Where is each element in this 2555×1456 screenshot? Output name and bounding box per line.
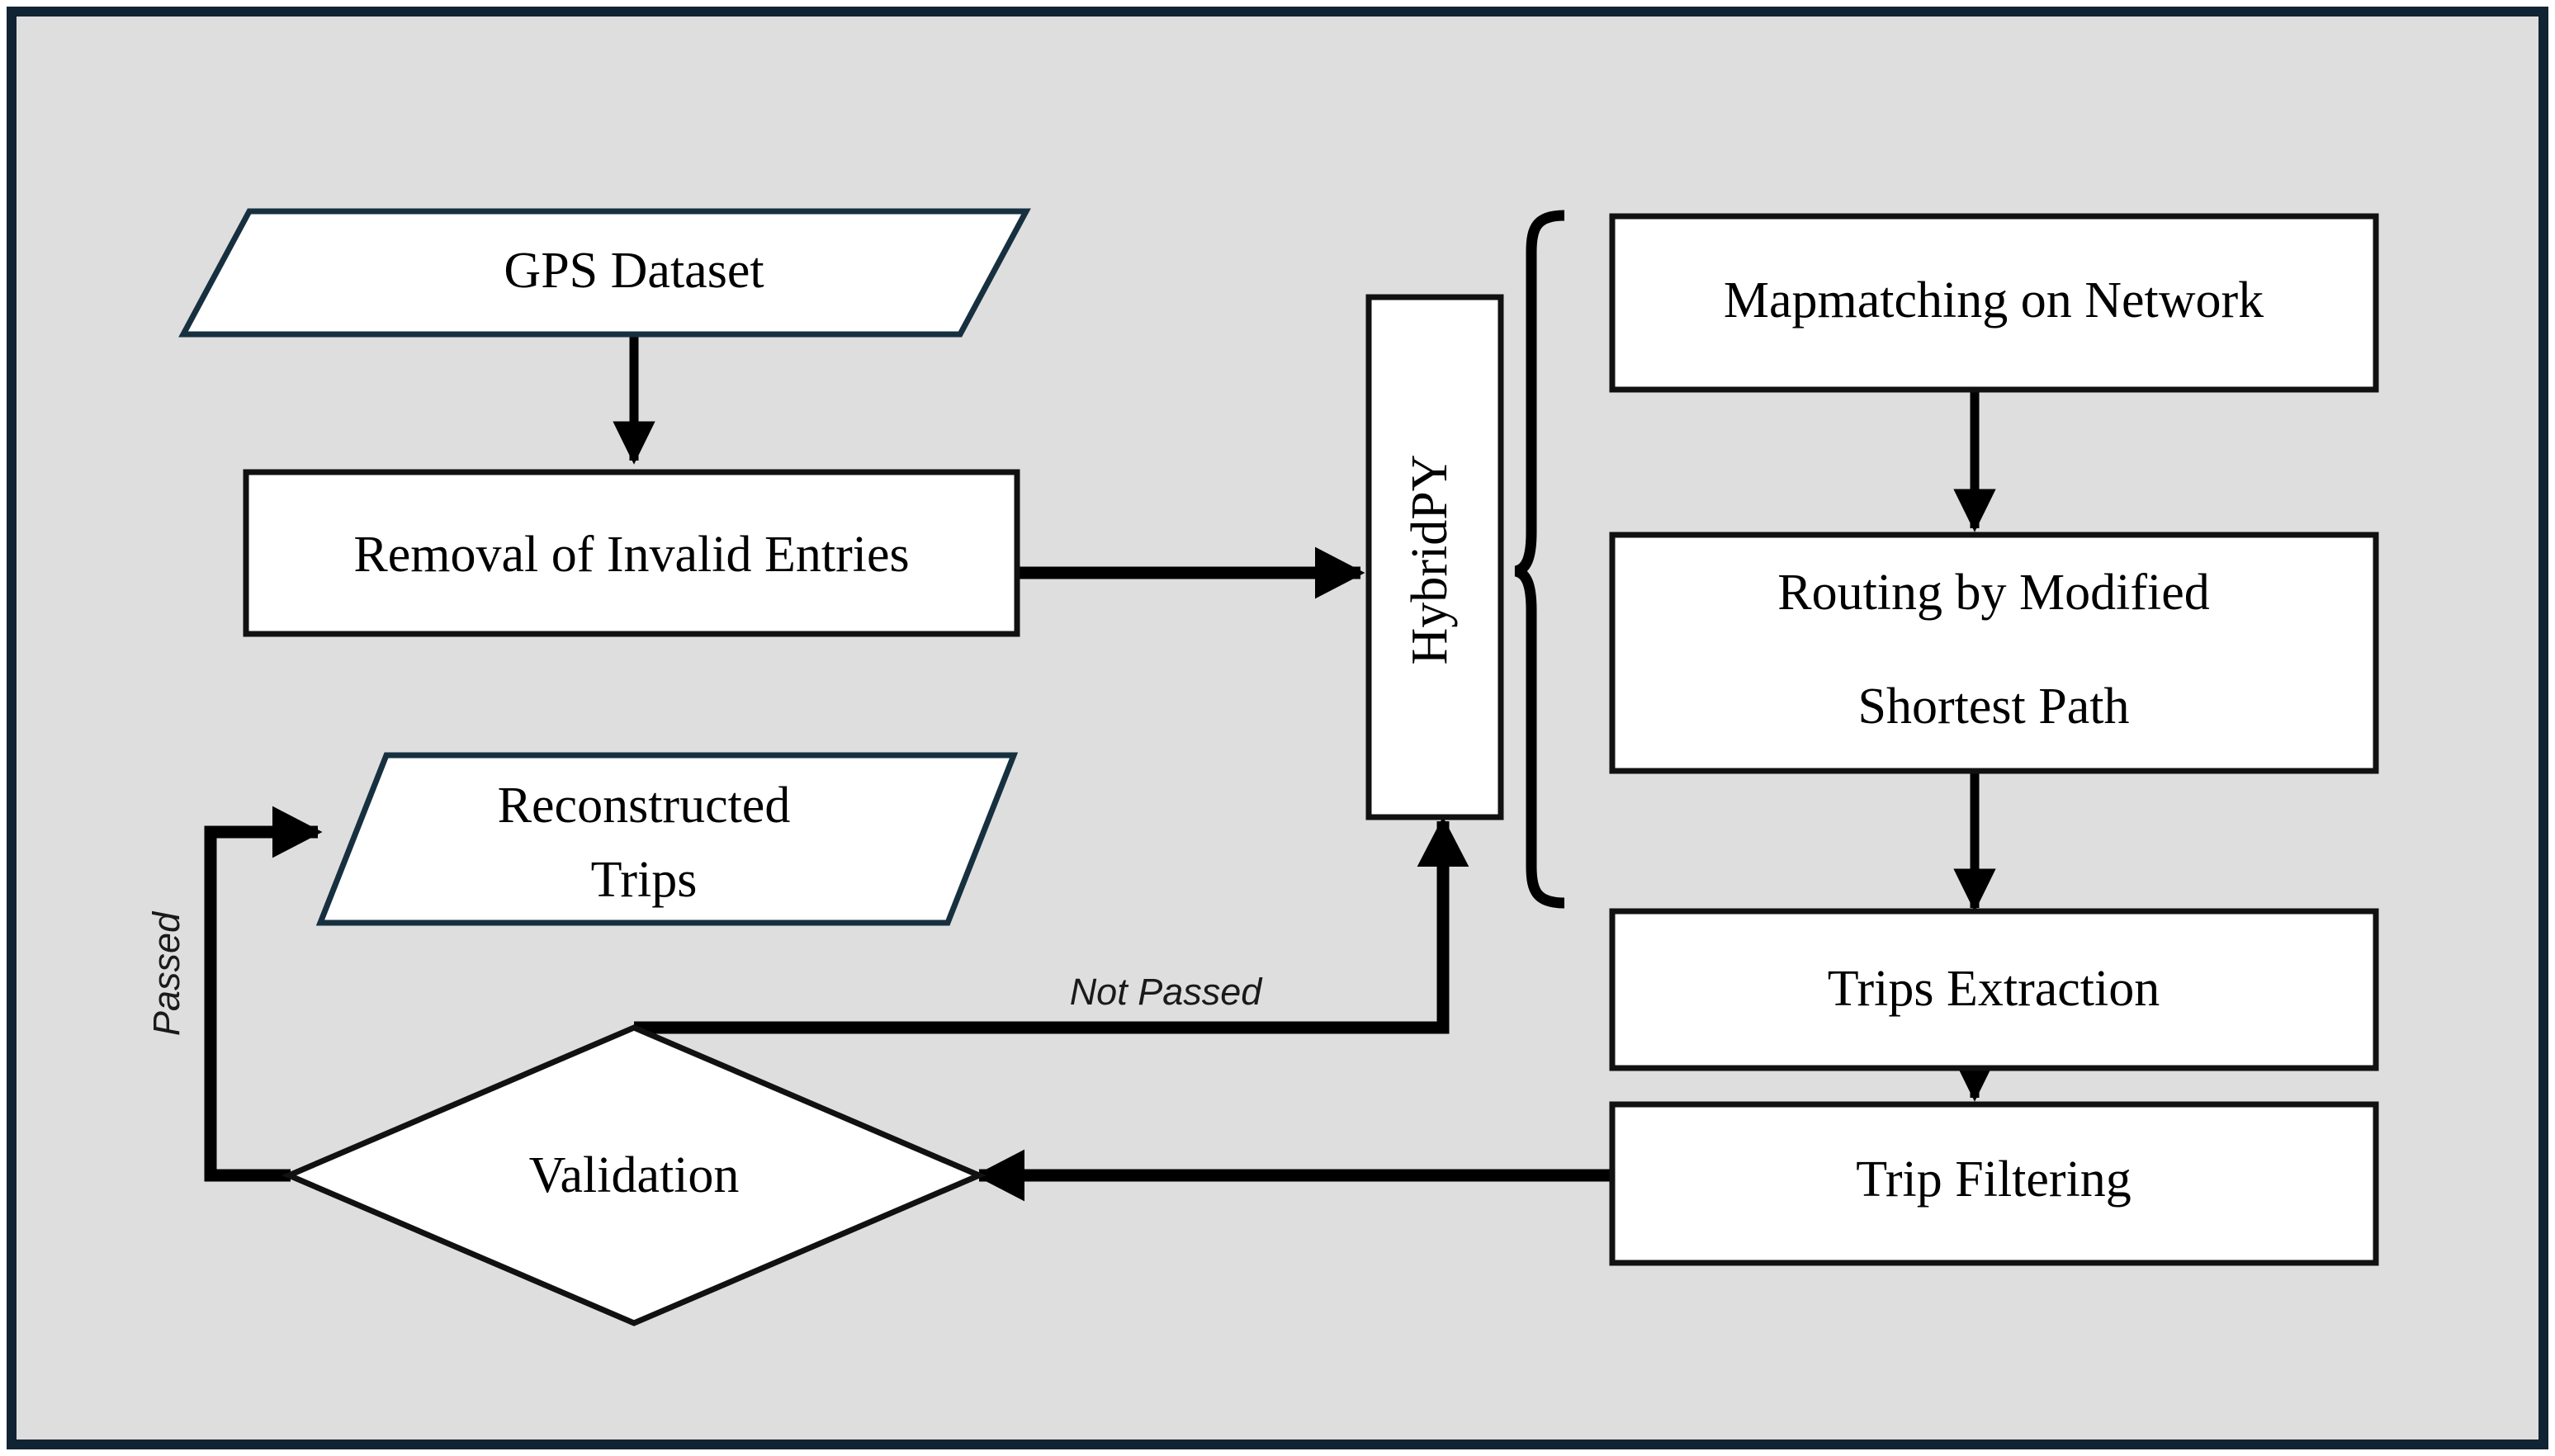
node-mapmatching <box>1609 213 2379 393</box>
node-trip-filtering-label: Trip Filtering <box>1856 1151 2132 1208</box>
node-routing-label-line1: Routing by Modified <box>1777 565 2210 621</box>
node-reconstructed-trips <box>315 752 1019 926</box>
node-mapmatching-label: Mapmatching on Network <box>1724 272 2264 329</box>
node-reconstructed-trips-label-line1: Reconstructed <box>498 778 791 834</box>
group-brace-icon <box>1514 210 1565 909</box>
edge-label-passed: Passed <box>145 910 187 1036</box>
node-trips-extraction <box>1609 908 2379 1071</box>
node-gps-dataset <box>178 208 1031 338</box>
node-trips-extraction-label: Trips Extraction <box>1828 961 2160 1017</box>
edge-label-not-passed: Not Passed <box>1070 971 1264 1013</box>
node-hybridpy-label: HybridPY <box>1402 455 1458 665</box>
edge-validation-passed <box>204 806 323 1182</box>
node-validation-label: Validation <box>529 1147 740 1203</box>
edge-validation-not-passed <box>634 816 1469 1034</box>
node-gps-dataset-label: GPS Dataset <box>504 243 764 299</box>
node-reconstructed-trips-label-line2: Trips <box>591 852 698 908</box>
node-routing-label-line2: Shortest Path <box>1858 678 2130 735</box>
node-removal-invalid <box>243 469 1020 637</box>
node-removal-invalid-label: Removal of Invalid Entries <box>353 527 909 583</box>
node-trip-filtering <box>1609 1101 2379 1266</box>
node-validation <box>282 1024 987 1326</box>
node-routing <box>1609 532 2379 774</box>
node-hybridpy <box>1365 294 1504 820</box>
